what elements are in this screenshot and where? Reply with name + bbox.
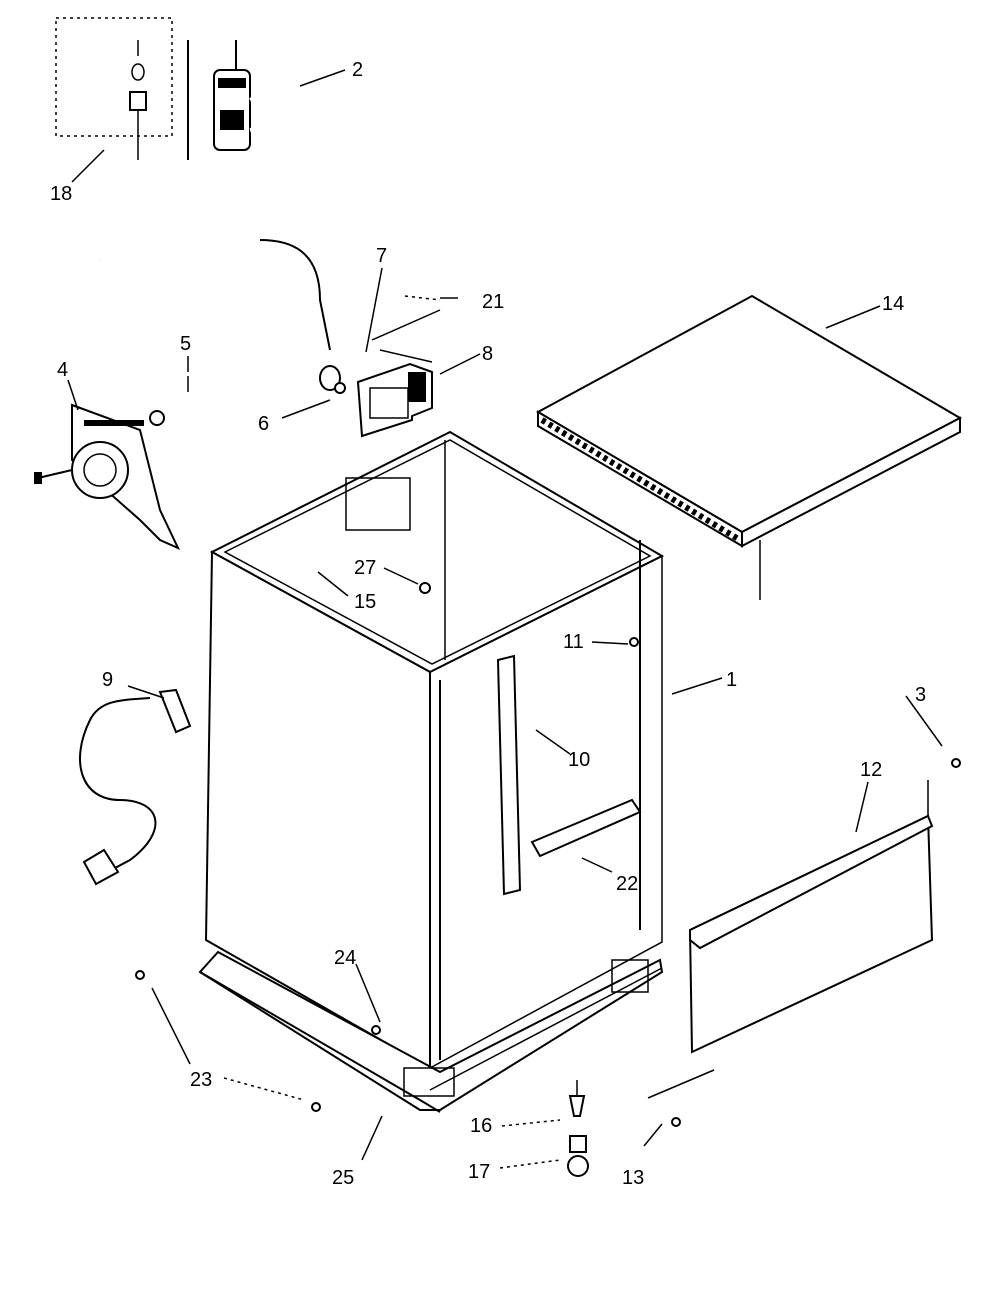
part-11-screw	[629, 637, 639, 647]
callout-27: 27	[354, 557, 376, 579]
callout-2: 2	[352, 59, 363, 81]
part-27-screw	[419, 582, 431, 594]
callout-24: 24	[334, 947, 356, 969]
callout-10: 10	[568, 749, 590, 771]
part-24-screw	[371, 1025, 381, 1035]
callout-7: 7	[376, 245, 387, 267]
part-4-pump	[34, 403, 181, 551]
part-3-screw	[951, 758, 961, 768]
part-13-screw	[647, 1069, 715, 1127]
part-10-rail	[496, 654, 522, 896]
part-16-17-caster	[567, 1080, 589, 1177]
part-9-power-cord	[79, 688, 192, 886]
part-22-bracket	[530, 798, 642, 858]
part-14-top-panel	[535, 294, 963, 600]
callout-4: 4	[57, 359, 68, 381]
callout-17: 17	[468, 1161, 490, 1183]
part-23-screw-2	[311, 1102, 321, 1112]
callout-6: 6	[258, 413, 269, 435]
part-25-base	[198, 950, 664, 1113]
part-23-screw	[135, 970, 145, 980]
callout-15: 15	[354, 591, 376, 613]
part-1-cabinet	[204, 430, 665, 1070]
callout-8: 8	[482, 343, 493, 365]
callout-3: 3	[915, 684, 926, 706]
callout-23: 23	[190, 1069, 212, 1091]
callout-1: 1	[726, 669, 737, 691]
part-21-screw	[371, 295, 441, 341]
callout-22: 22	[616, 873, 638, 895]
callout-13: 13	[622, 1167, 644, 1189]
callout-9: 9	[102, 669, 113, 691]
part-2-water-valve	[79, 40, 341, 391]
callout-16: 16	[470, 1115, 492, 1137]
callout-12: 12	[860, 759, 882, 781]
part-8-bracket	[356, 349, 433, 438]
leader-lines	[67, 69, 943, 1169]
callout-18: 18	[50, 183, 72, 205]
callout-11: 11	[563, 631, 584, 653]
callout-5: 5	[180, 333, 191, 355]
part-6-clamp	[334, 382, 346, 394]
part-12-kickplate	[688, 780, 934, 1054]
callout-14: 14	[882, 293, 904, 315]
part-5-screw	[149, 376, 189, 426]
callout-21: 21	[482, 291, 504, 313]
part-18-inset	[55, 17, 189, 160]
callout-25: 25	[332, 1167, 354, 1189]
